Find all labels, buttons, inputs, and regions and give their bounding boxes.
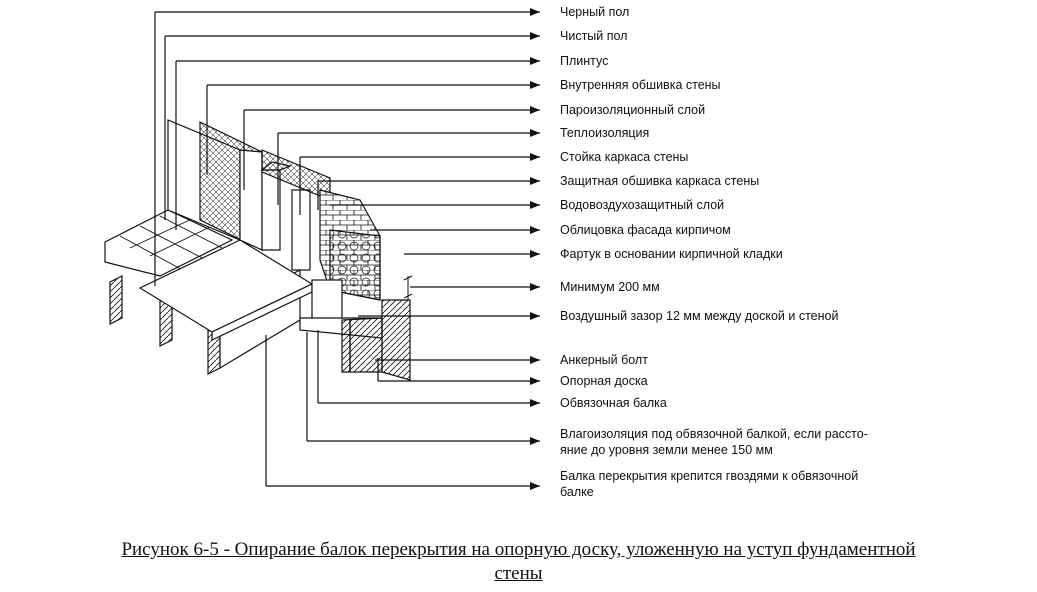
- stud: [291, 189, 311, 271]
- label-air-gap: Воздушный зазор 12 мм между доской и сте…: [560, 309, 839, 323]
- leader-lines: [154, 11, 540, 487]
- label-joist-nailing-line1: Балка перекрытия крепится гвоздями к обв…: [560, 469, 859, 483]
- subfloor: [104, 209, 234, 277]
- caption-line-1: Рисунок 6-5 - Опирание балок перекрытия …: [121, 539, 916, 560]
- label-interior-sheathing: Внутренняя обшивка стены: [560, 78, 721, 92]
- label-finished-floor: Чистый пол: [560, 29, 628, 43]
- label-rim-joist: Обвязочная балка: [560, 396, 667, 410]
- label-rough-floor: Черный пол: [560, 5, 630, 19]
- label-damp-proofing-line2: яние до уровня земли менее 150 мм: [560, 443, 773, 457]
- rim-joist: [311, 279, 343, 321]
- foundation: [341, 317, 383, 373]
- assembly-drawing: [104, 119, 413, 381]
- label-sill-plate: Опорная доска: [560, 374, 648, 388]
- label-joist-nailing-line2: балке: [560, 485, 594, 499]
- floor-joist: [109, 275, 123, 325]
- label-minimum-200: Минимум 200 мм: [560, 280, 660, 294]
- leader-arrows: [530, 8, 540, 490]
- construction-diagram: [104, 8, 540, 490]
- stud: [261, 169, 281, 251]
- label-baseboard: Плинтус: [560, 54, 609, 68]
- label-insulation: Теплоизоляция: [560, 126, 650, 140]
- label-protective-sheathing: Защитная обшивка каркаса стены: [560, 174, 760, 188]
- label-vapour-barrier: Пароизоляционный слой: [560, 103, 706, 117]
- label-flashing: Фартук в основании кирпичной кладки: [560, 247, 783, 261]
- label-anchor-bolt: Анкерный болт: [560, 353, 648, 367]
- label-wall-stud: Стойка каркаса стены: [560, 150, 689, 164]
- label-brick-veneer: Облицовка фасада кирпичом: [560, 223, 731, 237]
- label-damp-proofing-line1: Влагоизоляция под обвязочной балкой, есл…: [560, 427, 868, 441]
- label-weather-barrier: Водовоздухозащитный слой: [560, 198, 725, 212]
- figure-caption: Рисунок 6-5 - Опирание балок перекрытия …: [0, 538, 1037, 586]
- caption-line-2: стены: [494, 563, 543, 584]
